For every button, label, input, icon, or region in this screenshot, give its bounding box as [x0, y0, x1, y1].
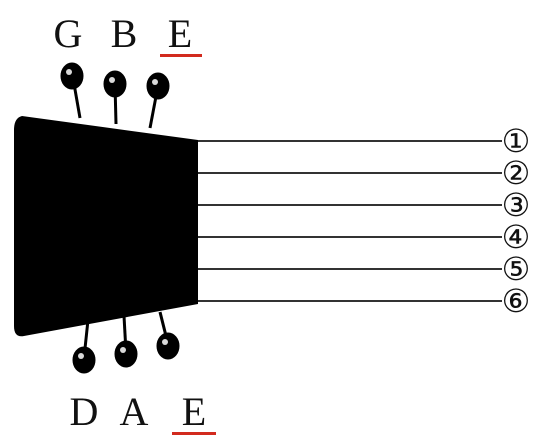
string-number-6: ⑥ [501, 282, 531, 320]
string-number-5: ⑤ [501, 250, 531, 288]
peg-top-1 [60, 62, 84, 119]
headstock [14, 116, 198, 337]
bottom-note-e: E [181, 389, 207, 434]
top-note-g: G [53, 11, 83, 56]
bottom-note-d: D [69, 389, 99, 434]
string-number-1: ① [501, 122, 531, 160]
string-number-2: ② [501, 154, 531, 192]
strings [190, 140, 502, 302]
top-note-e: E [167, 11, 193, 56]
peg-bottom-2 [114, 315, 138, 368]
string-number-3: ③ [501, 186, 531, 224]
string-number-4: ④ [501, 218, 531, 256]
top-note-b: B [110, 11, 138, 56]
bottom-note-a: A [119, 389, 149, 434]
bottom-tuning-pegs [72, 311, 180, 374]
peg-bottom-3 [156, 311, 180, 360]
top-tuning-pegs [60, 62, 170, 129]
top-note-e-underline [160, 54, 202, 57]
peg-top-2 [103, 70, 127, 125]
peg-top-3 [146, 72, 170, 129]
peg-bottom-1 [72, 319, 96, 374]
bottom-note-e-underline [172, 432, 216, 435]
